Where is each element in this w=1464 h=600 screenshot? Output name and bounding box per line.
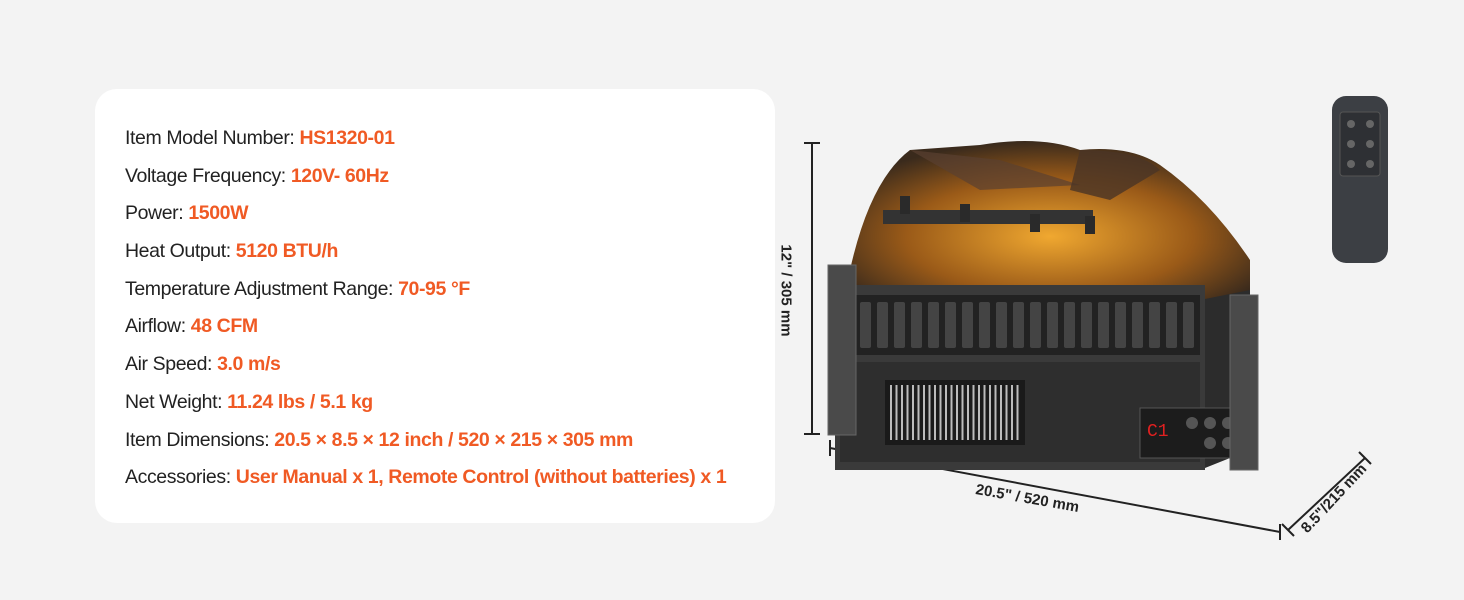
heater-vent-bar <box>939 385 942 440</box>
heater-vent-bar <box>1011 385 1013 440</box>
control-buttons <box>1186 417 1234 449</box>
heater-vent-bar <box>945 385 947 440</box>
heater-vent-bar <box>917 385 920 440</box>
spec-item: Item Dimensions: 20.5 × 8.5 × 12 inch / … <box>125 426 726 464</box>
spec-label: Temperature Adjustment Range: <box>125 277 399 300</box>
heater-vent-bar <box>901 385 903 440</box>
spec-value: 1500W <box>188 202 249 225</box>
heater-vent-bar <box>1016 385 1019 440</box>
spec-label: Airflow: <box>125 315 191 338</box>
heater-vent-bar <box>906 385 909 440</box>
heater-vent-bar <box>912 385 914 440</box>
spec-item: Item Model Number: HS1320-01 <box>125 124 726 162</box>
spec-value: 70-95 °F <box>398 277 470 300</box>
grille-slat <box>928 302 939 348</box>
spec-value: HS1320-01 <box>299 127 395 149</box>
grille-slat <box>996 302 1007 348</box>
heater-vent-bar <box>923 385 925 440</box>
grille-slat <box>1098 302 1109 348</box>
spec-item: Heat Output: 5120 BTU/h <box>125 237 726 275</box>
grille-slat <box>1013 302 1024 348</box>
heater-vent-bar <box>972 385 975 440</box>
specs-card <box>95 89 775 523</box>
spec-item: Accessories: User Manual x 1, Remote Con… <box>125 463 727 501</box>
spec-value: 20.5 × 8.5 × 12 inch / 520 × 215 × 305 m… <box>274 428 633 451</box>
grille-slat <box>962 302 973 348</box>
spec-item: Air Speed: 3.0 m/s <box>125 350 726 388</box>
spec-label: Heat Output: <box>125 240 236 263</box>
heater-vent-bar <box>890 385 892 440</box>
grille-slat <box>979 302 990 348</box>
spec-label: Power: <box>125 202 189 225</box>
grille-slat <box>1047 302 1058 348</box>
spec-item: Net Weight: 11.24 lbs / 5.1 kg <box>125 388 726 426</box>
grille-slat <box>911 302 922 348</box>
grille-slat <box>1064 302 1075 348</box>
heater-vent-bar <box>994 385 997 440</box>
spec-value: User Manual x 1, Remote Control (without… <box>235 466 727 489</box>
spec-item: Power: 1500W <box>125 199 726 237</box>
heater-vent-bar <box>1005 385 1008 440</box>
heater-vent-bar <box>956 385 958 440</box>
heater-vent-bar <box>967 385 969 440</box>
grille-slat <box>1149 302 1160 348</box>
grille-slat <box>894 302 905 348</box>
grille-slat <box>1115 302 1126 348</box>
grille-slat <box>1183 302 1194 348</box>
spec-list: Item Model Number: HS1320-01 Voltage Fre… <box>125 124 727 501</box>
heater-vent-bar <box>961 385 964 440</box>
heater-vent-bar <box>1000 385 1002 440</box>
spec-value: 3.0 m/s <box>217 353 281 376</box>
temperature-display: C1 <box>1147 422 1169 442</box>
spec-value: 11.24 lbs / 5.1 kg <box>227 390 373 413</box>
heater-vent-bar <box>934 385 936 440</box>
spec-label: Voltage Frequency: <box>125 164 291 187</box>
spec-label: Accessories: <box>125 466 236 489</box>
spec-item: Temperature Adjustment Range: 70-95 °F <box>125 275 726 313</box>
spec-label: Air Speed: <box>125 353 218 376</box>
spec-value: 120V- 60Hz <box>290 164 389 187</box>
heater-vent-bar <box>950 385 953 440</box>
heater-vent-bar <box>895 385 898 440</box>
grille-slat <box>860 302 871 348</box>
grille-slat <box>1166 302 1177 348</box>
grille-slat <box>1132 302 1143 348</box>
spec-label: Net Weight: <box>125 390 228 413</box>
grille-slat <box>945 302 956 348</box>
heater-vent-bar <box>978 385 980 440</box>
heater-vent-bar <box>928 385 931 440</box>
grille-slat <box>877 302 888 348</box>
spec-item: Airflow: 48 CFM <box>125 312 726 350</box>
remote-control-image <box>1332 96 1388 263</box>
spec-item: Voltage Frequency: 120V- 60Hz <box>125 162 726 200</box>
spec-value: 5120 BTU/h <box>235 240 339 263</box>
grille-slat <box>1030 302 1041 348</box>
grille-slat <box>1081 302 1092 348</box>
spec-label: Item Model Number: <box>125 127 300 149</box>
fireplace-insert-image: C1 <box>804 96 1388 540</box>
heater-vent-bar <box>983 385 986 440</box>
heater-vent-bar <box>989 385 991 440</box>
height-dimension-label: 12" / 305 mm <box>777 244 795 337</box>
spec-value: 48 CFM <box>190 315 258 338</box>
spec-label: Item Dimensions: <box>125 428 275 451</box>
